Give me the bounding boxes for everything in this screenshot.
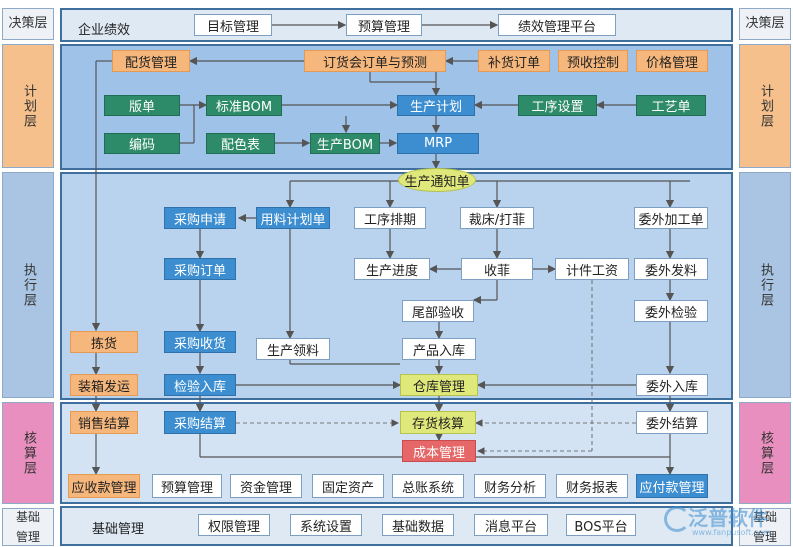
decision-title: 企业绩效: [78, 23, 131, 38]
permission-box[interactable]: 权限管理: [198, 514, 270, 536]
production-bom-box[interactable]: 生产BOM: [310, 133, 380, 154]
logo-brand: 泛普软件: [688, 506, 768, 530]
system-setting-box[interactable]: 系统设置: [290, 514, 362, 536]
layer-basic-right: 基础管理: [739, 508, 791, 546]
craft-sheet-box[interactable]: 工艺单: [636, 95, 706, 116]
replenish-order-box[interactable]: 补货订单: [478, 50, 550, 72]
basic-title: 基础管理: [92, 522, 145, 537]
layer-execute-right: 执行层: [739, 172, 791, 398]
logo-watermark: 泛普软件 www.fanpusoft.com: [662, 500, 786, 544]
layer-basic-left: 基础管理: [2, 508, 54, 546]
layer-accounting-left: 核算层: [2, 402, 54, 504]
fixed-assets-box[interactable]: 固定资产: [312, 474, 384, 498]
purchase-request-box[interactable]: 采购申请: [164, 207, 236, 229]
payable-box[interactable]: 应付款管理: [636, 474, 708, 498]
layer-execute-left: 执行层: [2, 172, 54, 398]
performance-platform-box[interactable]: 绩效管理平台: [498, 14, 616, 36]
price-management-box[interactable]: 价格管理: [636, 50, 708, 72]
bos-platform-box[interactable]: BOS平台: [566, 514, 636, 536]
layer-plan-left: 计划层: [2, 44, 54, 168]
piece-wage-box[interactable]: 计件工资: [555, 258, 629, 280]
financial-report-box[interactable]: 财务报表: [556, 474, 628, 498]
final-check-box[interactable]: 尾部验收: [402, 300, 474, 322]
production-progress-box[interactable]: 生产进度: [354, 258, 430, 280]
product-in-box[interactable]: 产品入库: [402, 338, 476, 360]
process-setting-box[interactable]: 工序设置: [518, 95, 597, 116]
process-schedule-box[interactable]: 工序排期: [354, 207, 426, 229]
ledger-box[interactable]: 总账系统: [392, 474, 464, 498]
production-plan-box[interactable]: 生产计划: [397, 95, 475, 116]
layer-accounting-right: 核算层: [739, 402, 791, 504]
version-box[interactable]: 版单: [104, 95, 180, 116]
sales-settle-box[interactable]: 销售结算: [70, 411, 138, 434]
outsource-settle-box[interactable]: 委外结算: [636, 411, 708, 434]
picking-box[interactable]: 拣货: [70, 331, 138, 353]
mrp-box[interactable]: MRP: [397, 133, 479, 154]
purchase-receive-box[interactable]: 采购收货: [164, 331, 236, 353]
outsource-send-box[interactable]: 委外发料: [634, 258, 708, 280]
basic-data-box[interactable]: 基础数据: [382, 514, 454, 536]
outsource-check-box[interactable]: 委外检验: [634, 300, 708, 322]
layer-plan-right: 计划层: [739, 44, 791, 168]
purchase-order-box[interactable]: 采购订单: [164, 258, 236, 280]
funds-box[interactable]: 资金管理: [230, 474, 302, 498]
cut-marker-box[interactable]: 裁床/打菲: [460, 207, 534, 229]
production-notice-box[interactable]: 生产通知单: [398, 168, 476, 192]
code-box[interactable]: 编码: [104, 133, 180, 154]
warehouse-box[interactable]: 仓库管理: [400, 374, 478, 396]
outsource-order-box[interactable]: 委外加工单: [634, 207, 708, 229]
outsource-in-box[interactable]: 委外入库: [636, 374, 708, 396]
inventory-account-box[interactable]: 存货核算: [400, 411, 476, 434]
cost-management-box[interactable]: 成本管理: [402, 440, 476, 462]
prepay-control-box[interactable]: 预收控制: [558, 50, 628, 72]
goal-management-box[interactable]: 目标管理: [194, 14, 272, 36]
standard-bom-box[interactable]: 标准BOM: [206, 95, 282, 116]
pack-ship-box[interactable]: 装箱发运: [70, 374, 138, 396]
collect-box[interactable]: 收菲: [461, 258, 533, 280]
receivable-box[interactable]: 应收款管理: [68, 474, 140, 498]
layer-decision-right: 决策层: [739, 8, 791, 40]
layer-decision-left: 决策层: [2, 8, 54, 40]
inspect-in-box[interactable]: 检验入库: [164, 374, 236, 396]
material-plan-box[interactable]: 用料计划单: [256, 207, 330, 229]
order-forecast-box[interactable]: 订货会订单与预测: [304, 50, 446, 72]
distribution-box[interactable]: 配货管理: [112, 50, 190, 72]
color-table-box[interactable]: 配色表: [206, 133, 275, 154]
production-pick-box[interactable]: 生产领料: [256, 338, 330, 360]
message-platform-box[interactable]: 消息平台: [474, 514, 548, 536]
logo-url: www.fanpusoft.com: [692, 528, 771, 537]
budget-management-box[interactable]: 预算管理: [346, 14, 422, 36]
budget-acc-box[interactable]: 预算管理: [152, 474, 222, 498]
logo-mark-icon: [664, 506, 690, 532]
financial-analysis-box[interactable]: 财务分析: [474, 474, 546, 498]
purchase-settle-box[interactable]: 采购结算: [164, 411, 236, 434]
